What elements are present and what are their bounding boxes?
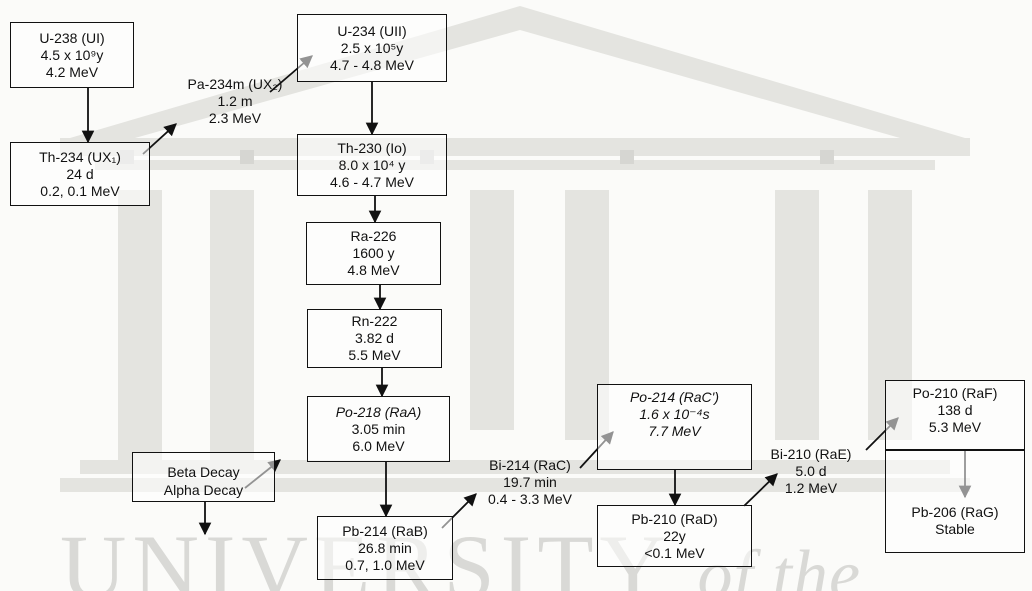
- nuclide-half-life: 26.8 min: [358, 540, 412, 557]
- nuclide-u238: U-238 (UI) 4.5 x 10⁹y 4.2 MeV: [10, 22, 134, 88]
- nuclide-name: Po-218 (RaA): [336, 404, 422, 421]
- nuclide-half-life: 8.0 x 10⁴ y: [339, 157, 406, 174]
- nuclide-energy: 4.8 MeV: [347, 262, 399, 279]
- nuclide-name: Po-210 (RaF): [913, 385, 998, 402]
- nuclide-name: Pa-234m (UX₂): [160, 76, 310, 93]
- nuclide-energy: <0.1 MeV: [644, 545, 704, 562]
- nuclide-half-life: 1.6 x 10⁻⁴s: [639, 406, 709, 423]
- nuclide-po214: Po-214 (RaC') 1.6 x 10⁻⁴s 7.7 MeV: [597, 384, 752, 470]
- nuclide-energy: 7.7 MeV: [648, 423, 700, 440]
- nuclide-po210: Po-210 (RaF) 138 d 5.3 MeV: [885, 380, 1025, 450]
- nuclide-rn222: Rn-222 3.82 d 5.5 MeV: [307, 309, 442, 368]
- nuclide-name: U-238 (UI): [39, 30, 104, 47]
- nuclide-energy: 0.2, 0.1 MeV: [40, 183, 119, 200]
- nuclide-u234: U-234 (UII) 2.5 x 10⁵y 4.7 - 4.8 MeV: [297, 14, 447, 82]
- nuclide-energy: 4.6 - 4.7 MeV: [330, 174, 414, 191]
- nuclide-name: Po-214 (RaC'): [630, 389, 719, 406]
- nuclide-bi210: Bi-210 (RaE) 5.0 d 1.2 MeV: [752, 446, 870, 497]
- nuclide-half-life: 3.82 d: [355, 330, 394, 347]
- nuclide-energy: 5.3 MeV: [929, 419, 981, 436]
- legend-box: Beta Decay Alpha Decay: [132, 452, 275, 502]
- nuclide-half-life: 2.5 x 10⁵y: [341, 40, 404, 57]
- nuclide-name: Th-234 (UX₁): [39, 149, 121, 166]
- nuclide-energy: 6.0 MeV: [352, 438, 404, 455]
- nuclide-pa234: Pa-234m (UX₂) 1.2 m 2.3 MeV: [160, 76, 310, 127]
- nuclide-th230: Th-230 (Io) 8.0 x 10⁴ y 4.6 - 4.7 MeV: [297, 134, 447, 196]
- nuclide-ra226: Ra-226 1600 y 4.8 MeV: [306, 222, 441, 285]
- nuclide-name: Pb-214 (RaB): [342, 523, 428, 540]
- nuclide-half-life: 3.05 min: [352, 421, 406, 438]
- nuclide-energy: 4.7 - 4.8 MeV: [330, 57, 414, 74]
- nuclide-energy: 2.3 MeV: [160, 110, 310, 127]
- nuclide-half-life: 4.5 x 10⁹y: [41, 47, 104, 64]
- nuclide-th234: Th-234 (UX₁) 24 d 0.2, 0.1 MeV: [10, 142, 150, 206]
- legend-beta-label: Beta Decay: [141, 463, 266, 481]
- nuclide-half-life: 1600 y: [352, 245, 394, 262]
- nuclide-po218: Po-218 (RaA) 3.05 min 6.0 MeV: [307, 396, 450, 462]
- nuclide-half-life: 22y: [663, 528, 686, 545]
- nuclide-pb206: Pb-206 (RaG) Stable: [885, 450, 1025, 553]
- nuclide-energy: 1.2 MeV: [752, 480, 870, 497]
- nuclide-name: Ra-226: [351, 228, 397, 245]
- nuclide-pb210: Pb-210 (RaD) 22y <0.1 MeV: [597, 505, 752, 567]
- nuclide-half-life: 1.2 m: [160, 93, 310, 110]
- nuclide-half-life: 138 d: [937, 402, 972, 419]
- nuclide-energy: 4.2 MeV: [46, 64, 98, 81]
- nuclide-half-life: 19.7 min: [456, 474, 604, 491]
- legend-alpha-label: Alpha Decay: [141, 481, 266, 499]
- nuclide-energy: 0.4 - 3.3 MeV: [456, 491, 604, 508]
- nuclide-name: U-234 (UII): [337, 23, 406, 40]
- nuclide-name: Bi-210 (RaE): [752, 446, 870, 463]
- nuclide-pb214: Pb-214 (RaB) 26.8 min 0.7, 1.0 MeV: [317, 516, 453, 580]
- nuclide-name: Bi-214 (RaC): [456, 457, 604, 474]
- nuclide-name: Pb-206 (RaG): [911, 504, 998, 521]
- nuclide-bi214: Bi-214 (RaC) 19.7 min 0.4 - 3.3 MeV: [456, 457, 604, 508]
- nuclide-half-life: 24 d: [66, 166, 93, 183]
- nuclide-name: Rn-222: [352, 313, 398, 330]
- nuclide-energy: 5.5 MeV: [348, 347, 400, 364]
- nuclide-energy: 0.7, 1.0 MeV: [345, 557, 424, 574]
- nuclide-name: Th-230 (Io): [337, 140, 406, 157]
- nuclide-name: Pb-210 (RaD): [631, 511, 717, 528]
- nuclide-half-life: Stable: [935, 521, 975, 538]
- nuclide-half-life: 5.0 d: [752, 463, 870, 480]
